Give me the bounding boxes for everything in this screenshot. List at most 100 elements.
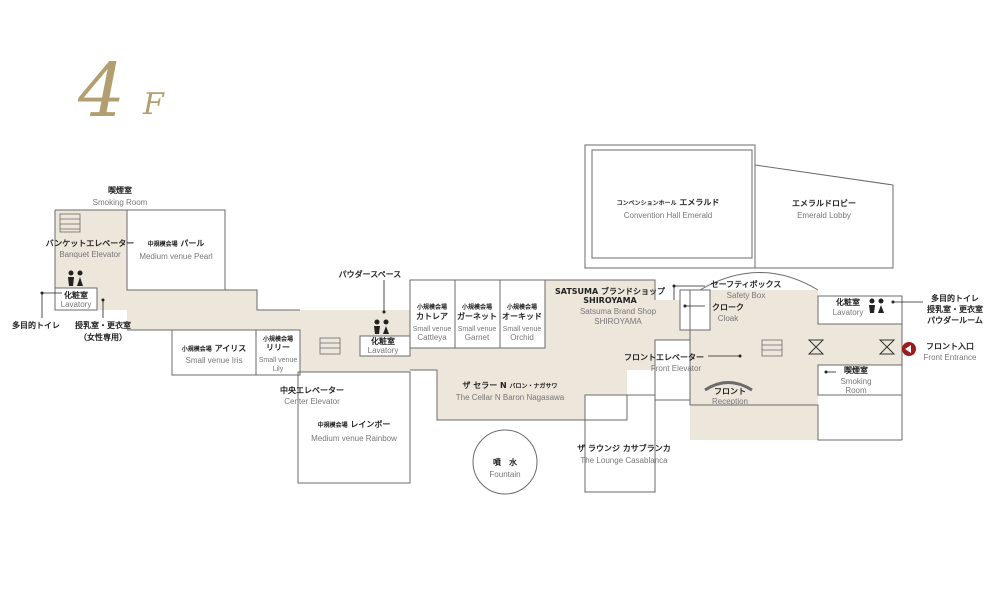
front-entrance-en[interactable]: Front Entrance — [924, 353, 977, 362]
orchid-en2: Orchid — [510, 333, 534, 342]
lily-en1: Small venue — [259, 357, 298, 364]
reception-en: Reception — [712, 397, 748, 406]
smoking-room-right-en1: Smoking — [840, 377, 871, 386]
orchid-room — [499, 279, 546, 349]
multipurpose-right-3: パウダールーム — [927, 315, 983, 325]
nursing-room-label: 授乳室・更衣室 — [75, 320, 131, 330]
multipurpose-right-1: 多目的トイレ — [931, 293, 979, 303]
rainbow-prefix: 中規模会場 — [318, 421, 348, 429]
garnet-label: ガーネット — [457, 311, 497, 321]
cattleya-label: カトレア — [416, 312, 448, 321]
center-elevator-label: 中央エレベーター — [280, 385, 344, 395]
front-elevator-en: Front Elevator — [651, 364, 702, 373]
rainbow-label: 中規模会場 レインボー — [318, 419, 391, 429]
fountain-circle — [472, 429, 538, 495]
multipurpose-left-label: 多目的トイレ — [12, 320, 60, 330]
reception-counter — [704, 381, 753, 392]
cloak-en: Cloak — [718, 314, 739, 323]
floor-number: 4 — [77, 48, 125, 134]
lounge-room — [584, 394, 656, 493]
cellar-name: ザ セラー N — [462, 381, 506, 390]
emerald-name: エメラルド — [679, 198, 719, 207]
lavatory-right-en: Lavatory — [833, 308, 864, 317]
nursing-room-sub: （女性専用） — [79, 332, 127, 342]
fountain-en: Fountain — [489, 470, 520, 479]
garnet-en1: Small venue — [458, 326, 497, 333]
rainbow-room — [297, 371, 411, 484]
cloak-label: クローク — [712, 302, 744, 312]
safety-box-en: Safety Box — [727, 291, 766, 300]
shop-en-2: SHIROYAMA — [594, 317, 642, 326]
orchid-label: オーキッド — [502, 312, 542, 321]
lavatory-right-room — [817, 295, 903, 325]
cattleya-en1: Small venue — [413, 326, 452, 333]
garnet-room — [454, 279, 501, 349]
door-icons — [807, 339, 896, 355]
lily-room — [255, 329, 301, 376]
pearl-label: 中規模会場 パール — [148, 238, 205, 248]
smoking-room-right-en2: Room — [845, 386, 867, 395]
banquet-elevator-label: バンケットエレベーター — [46, 238, 134, 248]
reception-label: フロント — [714, 387, 746, 396]
lavatory-center-en: Lavatory — [368, 346, 399, 355]
front-elevator-box — [654, 339, 691, 401]
lavatory-left-label: 化粧室 — [64, 290, 88, 300]
lavatory-center-label: 化粧室 — [371, 336, 395, 346]
center-elevator-en: Center Elevator — [284, 397, 340, 406]
smoking-room-right-label: 喫煙室 — [844, 365, 868, 375]
reception-dome — [699, 272, 819, 291]
banquet-elevator-en: Banquet Elevator — [59, 250, 121, 259]
emerald-hall-label: コンベンションホール エメラルド — [617, 198, 720, 207]
rainbow-name: レインボー — [350, 419, 390, 429]
outer-walls — [54, 209, 903, 441]
safety-box-label: セーフティボックス — [711, 279, 782, 289]
orchid-en1: Small venue — [503, 326, 542, 333]
iris-prefix: 小規模会場 — [181, 345, 212, 353]
leader-dots — [40, 284, 895, 374]
orchid-prefix: 小規模会場 — [506, 303, 537, 311]
emerald-hall-outline — [584, 144, 894, 269]
smoking-right-room — [817, 364, 903, 396]
smoking-room-left-label: 喫煙室 — [108, 185, 132, 195]
cloak-room — [679, 289, 711, 331]
front-elevator-label: フロントエレベーター — [624, 352, 704, 362]
emerald-hall-inner — [591, 149, 753, 259]
lounge-label: ザ ラウンジ カサブランカ — [577, 443, 671, 453]
lily-label: リリー — [266, 343, 290, 352]
iris-en: Small venue Iris — [186, 356, 243, 365]
rooms — [54, 209, 903, 493]
powder-space-label: パウダースペース — [339, 269, 402, 279]
pearl-prefix: 中規模会場 — [148, 240, 178, 248]
pearl-en: Medium venue Pearl — [139, 252, 213, 261]
shop-en: Satsuma Brand Shop — [580, 307, 657, 316]
cattleya-room — [409, 279, 456, 349]
floor-suffix: F — [142, 87, 165, 122]
fountain-label: 噴 水 — [493, 457, 518, 467]
lavatory-left-en: Lavatory — [61, 300, 92, 309]
lily-en2: Lily — [273, 366, 284, 373]
cellar-sub: バロン・ナガサワ — [510, 382, 558, 390]
pearl-room — [126, 209, 226, 291]
emerald-hall-en: Convention Hall Emerald — [624, 211, 713, 220]
pearl-name: パール — [180, 238, 204, 248]
lavatory-right-label: 化粧室 — [836, 297, 860, 307]
emerald-prefix: コンベンションホール — [617, 200, 677, 207]
multipurpose-right-2: 授乳室・更衣室 — [927, 304, 983, 314]
stairs-icon — [59, 213, 783, 357]
iris-label: 小規模会場 アイリス — [181, 344, 246, 353]
lounge-en: The Lounge Casablanca — [580, 456, 668, 465]
leader-lines — [41, 280, 923, 373]
emerald-lobby-label: エメラルドロビー — [792, 198, 856, 208]
lily-prefix: 小規模会場 — [262, 335, 293, 343]
entrance-arrow-head — [905, 345, 911, 353]
cellar-en: The Cellar N Baron Nagasawa — [456, 393, 565, 402]
front-entrance-label[interactable]: フロント入口 — [926, 342, 974, 351]
garnet-en2: Garnet — [465, 333, 490, 342]
shop-label-2: SHIROYAMA — [583, 296, 637, 305]
iris-name: アイリス — [215, 344, 247, 353]
restroom-icons — [68, 270, 884, 334]
cattleya-prefix: 小規模会場 — [416, 303, 447, 311]
garnet-prefix: 小規模会場 — [461, 303, 492, 311]
corridor-area — [55, 210, 902, 440]
